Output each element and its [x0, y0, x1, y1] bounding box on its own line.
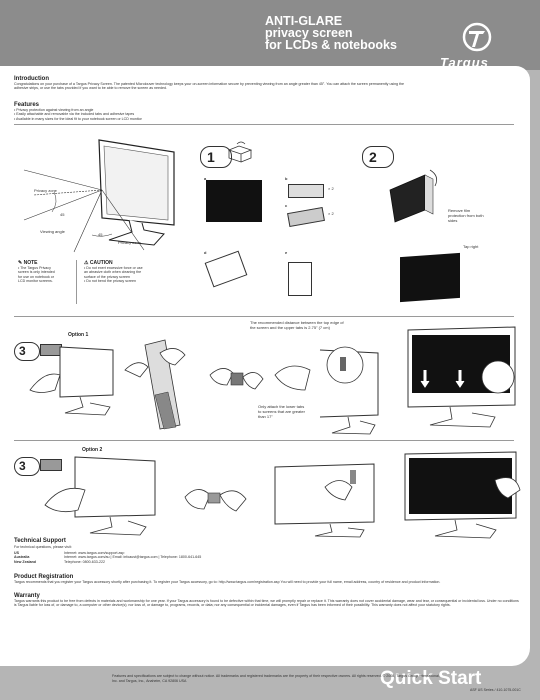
- support-row: New Zealand Telephone: 0800-633-222: [14, 560, 394, 564]
- note-line: • The Targus Privacy: [18, 266, 51, 270]
- package-icon: [227, 141, 253, 163]
- registration-text: Targus recommends that you register your…: [14, 580, 441, 584]
- support-info: Telephone: 0800-633-222: [64, 559, 105, 564]
- attach-tab-illustration: [209, 368, 264, 390]
- caution-box: ⚠ CAUTION • Do not exert excessive force…: [84, 260, 184, 304]
- strip-on-monitor-illustration: [274, 463, 375, 538]
- title-line-1: ANTI-GLARE: [265, 14, 343, 28]
- step-2-badge: 2: [362, 146, 394, 168]
- attach-note: Only attach the lower tabs to screens th…: [258, 404, 305, 419]
- targus-logo-icon: [462, 22, 492, 52]
- support-table: US Internet: www.targus.com/support.asp …: [14, 551, 394, 564]
- step-1-sub-d: d: [204, 250, 207, 255]
- option-2-label: Option 2: [82, 447, 103, 453]
- step-1-sub-b: b: [285, 176, 288, 181]
- legal-footer: Features and specifications are subject …: [112, 674, 440, 683]
- step-1-badge: 1: [200, 146, 232, 168]
- adhesive-strip-icon: [40, 459, 62, 471]
- apply-strip-illustration: [184, 489, 247, 512]
- support-region: US: [14, 551, 19, 555]
- support-info: Internet: www.targus.com/support.asp: [64, 551, 125, 555]
- tap-right-label: Tap right: [463, 244, 479, 249]
- caution-line: • Do not bend the privacy screen: [84, 278, 136, 283]
- pencil-icon: ✎: [18, 260, 24, 266]
- section-divider: [14, 124, 514, 125]
- remove-film-illustration: [389, 169, 438, 223]
- privacy-zone-label: Privacy zone: [34, 188, 57, 193]
- support-heading: Technical Support: [14, 538, 66, 544]
- option-1-label: Option 1: [68, 332, 89, 338]
- step-1-sub-c: c: [285, 203, 288, 208]
- registration-heading: Product Registration: [14, 574, 74, 580]
- angle-label: 45: [60, 212, 65, 217]
- feature-item: • Privacy protection against viewing fro…: [14, 108, 94, 112]
- viewing-angle-diagram: [23, 139, 175, 253]
- tabs-quantity: × 2: [328, 186, 334, 191]
- intro-text: Congratulations on your purchase of a Ta…: [14, 82, 405, 91]
- tabs-image: [288, 184, 324, 198]
- angle-label: 45: [98, 232, 103, 237]
- feature-item: • Easily attachable and removable via th…: [14, 112, 135, 117]
- step-3-option-2-badge: 3: [14, 457, 40, 476]
- warranty-heading: Warranty: [14, 593, 40, 599]
- note-line: for use on notebook or: [18, 274, 54, 279]
- attach-screen-illustration: [407, 326, 516, 428]
- title-line-3: for LCDs & notebooks: [265, 38, 397, 52]
- caution-line: surface of the privacy screen: [84, 274, 130, 279]
- quick-start-booklet-image: [288, 262, 312, 296]
- screen-after-film-image: [400, 252, 460, 303]
- support-row: US Internet: www.targus.com/support.asp: [14, 551, 394, 555]
- step-1-sub-a: a: [204, 176, 207, 181]
- caution-heading: ⚠ CAUTION: [84, 260, 113, 266]
- support-subtext: For technical questions, please visit:: [14, 545, 72, 549]
- distance-note: The recommended distance between the top…: [250, 320, 344, 330]
- step-3-option-1-badge: 3: [14, 342, 40, 361]
- part-number: ASF US Series / 410-1075-001C: [470, 688, 521, 692]
- warning-icon: ⚠: [84, 260, 90, 266]
- caution-line: • Do not exert excessive force or use: [84, 266, 143, 270]
- warranty-text: Targus warrants this product to be free …: [14, 599, 519, 608]
- header-band: [0, 0, 540, 70]
- step-1-sub-e: e: [285, 250, 288, 255]
- support-row: Australia Internet: www.targus.com/au | …: [14, 555, 394, 559]
- section-divider: [14, 440, 514, 441]
- title-line-2: privacy screen: [265, 26, 353, 40]
- note-box: ✎ NOTE • The Targus Privacy screen is on…: [18, 260, 77, 304]
- privacy-zone-label: Privacy zone: [118, 240, 141, 245]
- feature-item: • Available in many sizes for the ideal …: [14, 116, 142, 121]
- note-heading: ✎ NOTE: [18, 260, 38, 266]
- features-list: • Privacy protection against viewing fro…: [14, 108, 414, 121]
- support-region: New Zealand: [14, 559, 36, 564]
- viewing-angle-label: Viewing angle: [40, 229, 65, 234]
- strips-quantity: × 2: [328, 211, 334, 216]
- brand-name: Targus: [440, 55, 489, 70]
- caution-line: an abrasive cloth when cleaning the: [84, 270, 142, 275]
- features-heading: Features: [14, 102, 40, 108]
- product-title: ANTI-GLARE privacy screen for LCDs & not…: [265, 14, 435, 52]
- note-line: LCD monitor screens.: [18, 278, 53, 283]
- section-divider: [14, 316, 514, 317]
- intro-heading: Introduction: [14, 76, 49, 82]
- peel-tab-illustration: [124, 339, 186, 430]
- note-line: screen is only intended: [18, 270, 55, 275]
- support-region: Australia: [14, 555, 30, 560]
- tab-placement-illustration: [274, 346, 379, 435]
- support-info: Internet: www.targus.com/au | Email: inf…: [64, 555, 202, 560]
- quick-start-title: Quick Start: [380, 668, 482, 689]
- monitor-tab-illustration: [29, 346, 114, 416]
- privacy-screen-image: [206, 180, 262, 222]
- final-screen-illustration: [404, 451, 521, 539]
- remove-film-label: Remove film protection from both sides: [448, 208, 484, 223]
- clean-screen-illustration: [44, 456, 156, 536]
